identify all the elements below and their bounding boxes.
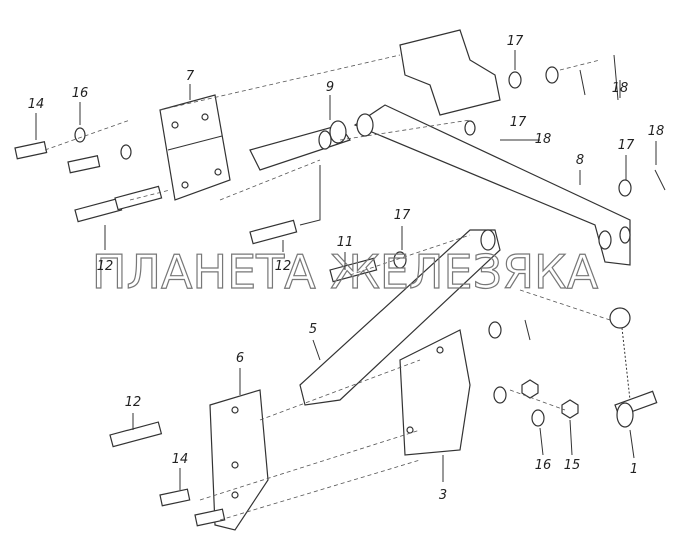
callout-1: 1 <box>630 462 638 477</box>
callout-11: 11 <box>337 235 354 250</box>
arm-5 <box>299 229 501 406</box>
upper-hinge-bracket <box>399 29 501 116</box>
bracket-6 <box>209 389 269 531</box>
bolt-14 <box>14 141 48 160</box>
callout-labels: 7 9 17 14 16 18 17 18 8 17 18 12 12 11 1… <box>28 34 665 503</box>
callout-6: 6 <box>236 351 244 366</box>
callout-16: 16 <box>535 458 552 473</box>
callout-17: 17 <box>394 208 411 223</box>
callout-7: 7 <box>186 69 195 84</box>
watermark-text: ПЛАНЕТА ЖЕЛЕЗЯКА <box>92 245 599 299</box>
callout-18: 18 <box>535 132 552 147</box>
callout-14: 14 <box>172 452 189 467</box>
callout-17: 17 <box>618 138 635 153</box>
callout-8: 8 <box>576 153 584 168</box>
plate-7 <box>159 94 231 201</box>
callout-18: 18 <box>648 124 665 139</box>
callout-3: 3 <box>439 488 447 503</box>
callout-17: 17 <box>510 115 527 130</box>
arm-8 <box>353 104 631 266</box>
callout-12: 12 <box>125 395 142 410</box>
callout-15: 15 <box>564 458 581 473</box>
pin-11 <box>329 257 378 283</box>
pin-12 <box>109 421 163 448</box>
washers <box>74 66 632 427</box>
callout-17: 17 <box>507 34 524 49</box>
pin-12 <box>74 197 123 223</box>
callout-14: 14 <box>28 97 45 112</box>
callout-5: 5 <box>309 322 317 337</box>
callout-12: 12 <box>275 259 292 274</box>
pin-12 <box>249 219 298 245</box>
callout-18: 18 <box>612 81 629 96</box>
callout-16: 16 <box>72 86 89 101</box>
callout-9: 9 <box>326 80 334 95</box>
callout-12: 12 <box>97 259 114 274</box>
bolt-14 <box>159 488 191 507</box>
bracket-3 <box>399 329 471 456</box>
chain <box>621 327 631 401</box>
